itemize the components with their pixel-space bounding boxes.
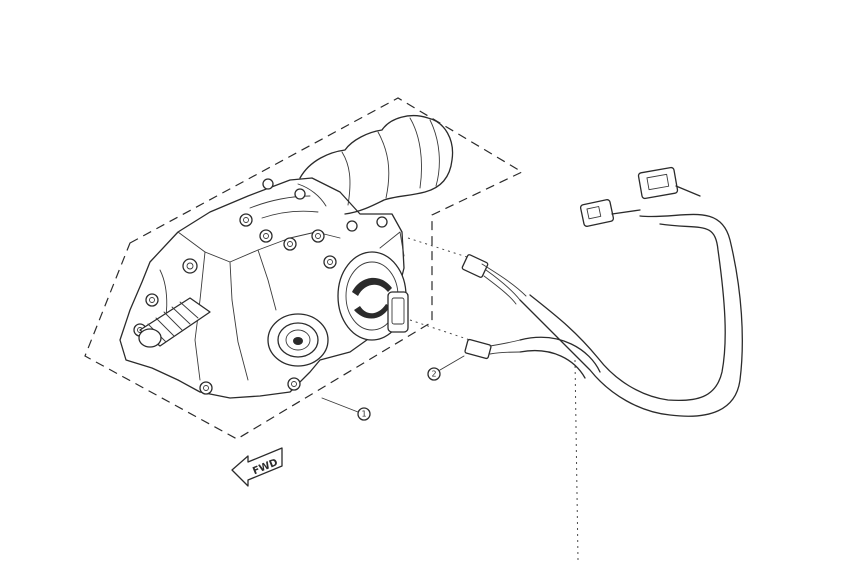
input-shaft-boot (138, 297, 211, 348)
assembly-boundary (84, 97, 524, 440)
arrow-fwd-icon (231, 447, 283, 487)
callout-leaders (321, 355, 465, 413)
fwd-direction-marker: FWD (231, 447, 283, 487)
callout-2-number: 2 (431, 370, 436, 379)
output-seal-bore (267, 313, 329, 367)
drive-shaft-boot (299, 115, 454, 215)
connection-leaders (407, 237, 579, 561)
callout-1: 1 (357, 407, 371, 421)
actuator-motor (337, 231, 409, 341)
callout-1-number: 1 (361, 410, 366, 419)
wiring-harness (461, 166, 743, 417)
gearcase-housing (119, 177, 405, 399)
housing-bolts (133, 178, 388, 395)
callout-2: 2 (427, 367, 441, 381)
